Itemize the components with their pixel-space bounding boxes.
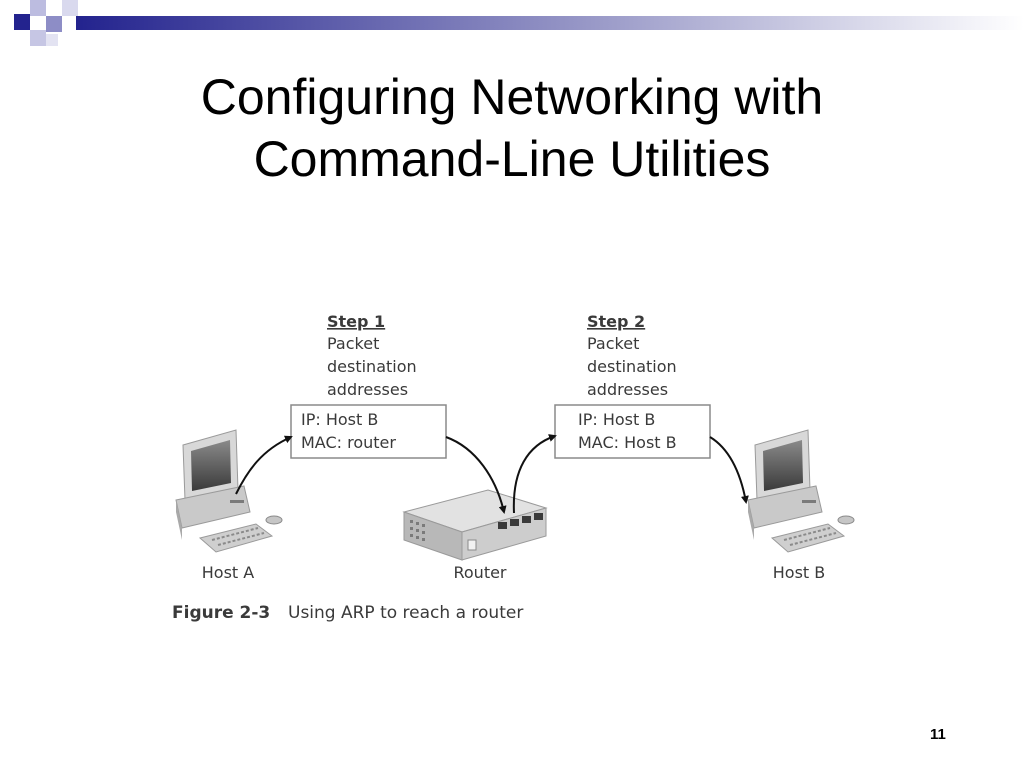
step2-line: destination <box>587 357 677 376</box>
decorative-square <box>14 14 30 30</box>
step1-address-box <box>290 404 447 459</box>
step1-line: destination <box>327 357 417 376</box>
slide-title: Configuring Networking with Command-Line… <box>0 66 1024 190</box>
router-label: Router <box>453 563 506 582</box>
step1-box-line: MAC: router <box>301 433 396 452</box>
decorative-square <box>30 30 46 46</box>
decorative-square <box>30 0 46 16</box>
host-b-label: Host B <box>773 563 826 582</box>
host-a-computer-icon <box>175 429 283 553</box>
arrow-host-a-to-step1 <box>235 435 293 495</box>
step1-box-line: IP: Host B <box>301 410 378 429</box>
step2-line: addresses <box>587 380 668 399</box>
slide-title-line-2: Command-Line Utilities <box>253 131 771 187</box>
router-icon <box>402 489 548 561</box>
arrow-step2-to-host-b <box>709 436 749 504</box>
step2-line: Packet <box>587 334 639 353</box>
step2-heading: Step 2 <box>587 312 645 331</box>
host-a-label: Host A <box>202 563 255 582</box>
step2-box-line: MAC: Host B <box>578 433 677 452</box>
decorative-square <box>46 34 58 46</box>
figure-caption-label: Figure 2-3 <box>172 603 270 623</box>
step1-line: Packet <box>327 334 379 353</box>
step2-address-box <box>554 404 711 459</box>
arrow-router-to-step2 <box>512 434 557 514</box>
step1-line: addresses <box>327 380 408 399</box>
decorative-square <box>62 0 78 16</box>
decorative-squares <box>14 0 1024 46</box>
step2-box-line: IP: Host B <box>578 410 655 429</box>
decorative-square <box>46 16 62 32</box>
step1-heading: Step 1 <box>327 312 385 331</box>
host-b-computer-icon <box>747 429 855 553</box>
decorative-bar <box>76 16 1024 30</box>
slide-title-line-1: Configuring Networking with <box>200 69 824 125</box>
figure-caption-text: Using ARP to reach a router <box>288 603 523 623</box>
page-number: 11 <box>930 726 946 743</box>
arrow-step1-to-router <box>445 436 507 514</box>
